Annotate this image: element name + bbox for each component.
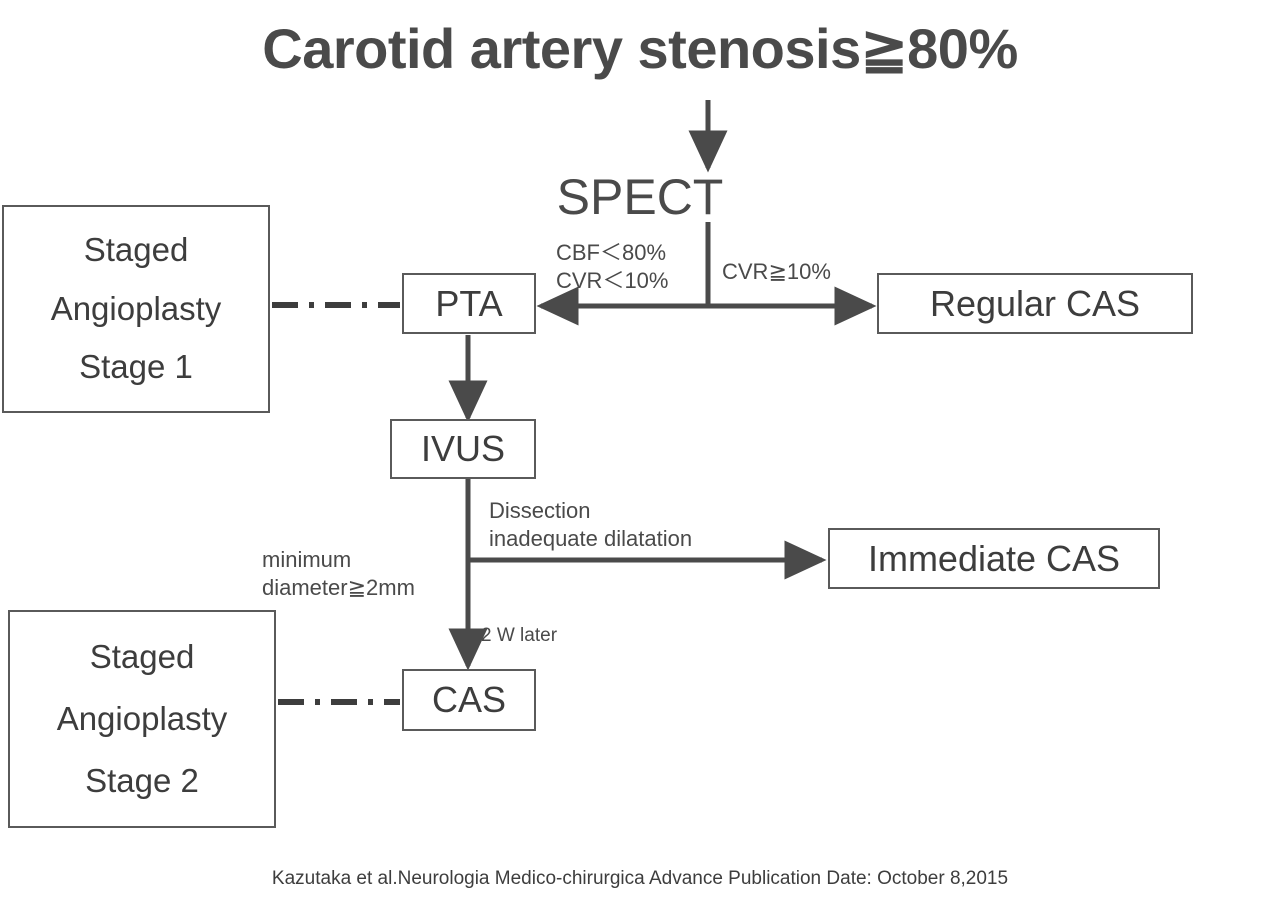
edge-label-cbf-cvr: CBF＜80% CVR＜10% xyxy=(556,239,668,294)
node-staged-angioplasty-stage-1[interactable]: Staged Angioplasty Stage 1 xyxy=(2,205,270,413)
edge-label-cbf: CBF＜80% xyxy=(556,240,667,265)
edge-label-cvr-low: CVR＜10% xyxy=(556,267,669,293)
staged2-line-1: Staged xyxy=(89,637,195,675)
node-cas-label: CAS xyxy=(431,679,507,721)
node-regular-cas[interactable]: Regular CAS xyxy=(877,273,1193,334)
edge-label-min-diameter-line2: diameter≧2mm xyxy=(262,574,415,600)
edge-label-min-diameter-line1: minimum xyxy=(262,547,352,572)
edge-label-dissection-line2: inadequate dilatation xyxy=(489,525,693,551)
node-ivus[interactable]: IVUS xyxy=(390,419,536,479)
citation-footer: Kazutaka et al.Neurologia Medico-chirurg… xyxy=(271,868,1009,889)
node-pta[interactable]: PTA xyxy=(402,273,536,334)
node-immediate-cas[interactable]: Immediate CAS xyxy=(828,528,1160,589)
edge-label-min-diameter: minimum diameter≧2mm xyxy=(262,546,415,601)
edge-label-dissection: Dissection inadequate dilatation xyxy=(489,497,692,552)
edge-label-cvr-high: CVR≧10% xyxy=(722,259,831,284)
node-immediate-cas-label: Immediate CAS xyxy=(867,537,1121,579)
staged1-line-2: Angioplasty xyxy=(50,289,222,327)
node-cas[interactable]: CAS xyxy=(402,669,536,731)
staged2-line-2: Angioplasty xyxy=(56,699,228,737)
node-ivus-label: IVUS xyxy=(420,428,506,470)
staged2-line-3: Stage 2 xyxy=(85,761,199,799)
node-spect: SPECT xyxy=(556,169,724,225)
edge-label-two-weeks: 2 W later xyxy=(481,625,558,646)
staged1-line-1: Staged xyxy=(83,231,189,268)
node-regular-cas-label: Regular CAS xyxy=(929,282,1141,324)
staged1-line-3: Stage 1 xyxy=(79,348,193,386)
edge-label-dissection-line1: Dissection xyxy=(489,498,591,523)
page-title: Carotid artery stenosis≧80% xyxy=(262,17,1018,80)
node-staged-angioplasty-stage-2[interactable]: Staged Angioplasty Stage 2 xyxy=(8,610,276,828)
node-pta-label: PTA xyxy=(435,282,503,324)
